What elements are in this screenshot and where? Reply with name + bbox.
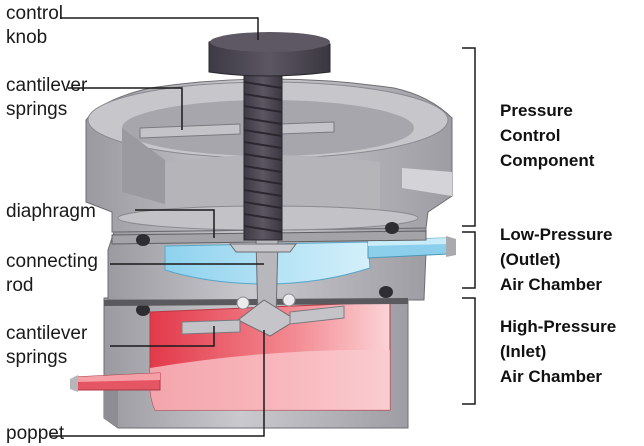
control-knob — [208, 32, 331, 241]
label-connecting-rod: connecting rod — [6, 251, 98, 296]
label-low-pressure-chamber: Low-Pressure (Outlet) Air Chamber — [500, 225, 613, 294]
label-diaphragm: diaphragm — [6, 201, 96, 222]
cantilever-springs-bottom — [181, 305, 345, 335]
label-poppet: poppet — [6, 423, 65, 444]
section-brackets — [462, 47, 476, 405]
o-rings — [104, 222, 408, 316]
label-control-knob: control knob — [6, 3, 64, 48]
inlet-tube — [70, 372, 161, 392]
label-pressure-control-component: Pressure Control Component — [500, 101, 595, 170]
label-cantilever-springs-top: cantilever springs — [6, 75, 88, 120]
connecting-rod — [229, 239, 297, 319]
label-cantilever-springs-bottom: cantilever springs — [6, 323, 88, 368]
label-high-pressure-chamber: High-Pressure (Inlet) Air Chamber — [500, 317, 617, 386]
leader-lines — [50, 17, 265, 437]
